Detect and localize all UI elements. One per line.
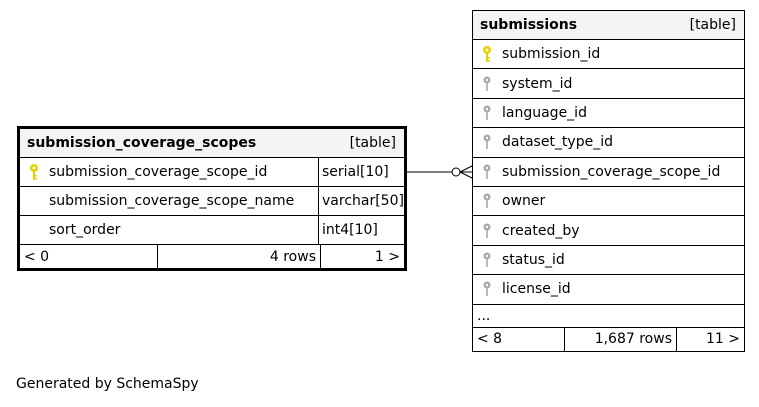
column-name: dataset_type_id: [502, 134, 613, 151]
table-name: submission_coverage_scopes: [27, 135, 257, 151]
table-type-tag: [table]: [689, 17, 736, 33]
foreign-key-icon: [481, 251, 499, 269]
column-row: submission_coverage_scope_id serial[10]: [20, 158, 404, 187]
column-name: system_id: [502, 75, 573, 92]
foreign-key-icon: [481, 104, 499, 122]
column-row: language_id: [473, 99, 744, 129]
column-type: varchar[50]: [318, 187, 404, 215]
column-row: system_id: [473, 69, 744, 99]
table-header: submissions [table]: [473, 11, 744, 40]
table-footer: < 8 1,687 rows 11 >: [473, 327, 744, 351]
column-type: int4[10]: [318, 216, 404, 244]
table-footer: < 0 4 rows 1 >: [20, 245, 404, 268]
column-name: created_by: [502, 222, 580, 239]
column-name: owner: [502, 193, 546, 210]
foreign-key-icon: [481, 192, 499, 210]
children-count[interactable]: 1 >: [320, 245, 404, 268]
generated-by-label: Generated by SchemaSpy: [16, 376, 199, 392]
table-name: submissions: [480, 17, 578, 33]
column-row: submission_coverage_scope_name varchar[5…: [20, 187, 404, 216]
column-row: status_id: [473, 246, 744, 276]
foreign-key-icon: [481, 163, 499, 181]
table-header: submission_coverage_scopes [table]: [20, 129, 404, 158]
foreign-key-icon: [481, 133, 499, 151]
row-count: 4 rows: [157, 245, 320, 268]
column-row: license_id: [473, 275, 744, 305]
primary-key-icon: [481, 45, 499, 63]
column-name: submission_coverage_scope_id: [49, 164, 268, 180]
column-name: submission_coverage_scope_id: [502, 163, 721, 180]
foreign-key-icon: [481, 280, 499, 298]
column-row: owner: [473, 187, 744, 217]
column-row: dataset_type_id: [473, 128, 744, 158]
parents-count[interactable]: < 0: [24, 248, 50, 265]
table-submissions[interactable]: submissions [table] submission_id system…: [472, 10, 745, 352]
column-name: status_id: [502, 251, 565, 268]
column-type: serial[10]: [318, 158, 404, 186]
column-row: sort_order int4[10]: [20, 216, 404, 245]
column-name: sort_order: [49, 222, 121, 238]
parents-count[interactable]: < 8: [477, 331, 503, 348]
column-name: submission_coverage_scope_name: [49, 193, 295, 209]
column-row: created_by: [473, 216, 744, 246]
children-count[interactable]: 11 >: [676, 327, 744, 351]
primary-key-icon: [28, 163, 46, 181]
table-submission-coverage-scopes[interactable]: submission_coverage_scopes [table] submi…: [17, 126, 407, 271]
column-row: submission_id: [473, 40, 744, 70]
table-type-tag: [table]: [349, 135, 396, 151]
column-name: license_id: [502, 281, 571, 298]
more-columns-ellipsis: ...: [473, 305, 744, 328]
foreign-key-icon: [481, 75, 499, 93]
column-row: submission_coverage_scope_id: [473, 158, 744, 187]
row-count: 1,687 rows: [564, 327, 676, 351]
column-name: submission_id: [502, 46, 601, 63]
column-name: language_id: [502, 104, 587, 121]
foreign-key-icon: [481, 222, 499, 240]
